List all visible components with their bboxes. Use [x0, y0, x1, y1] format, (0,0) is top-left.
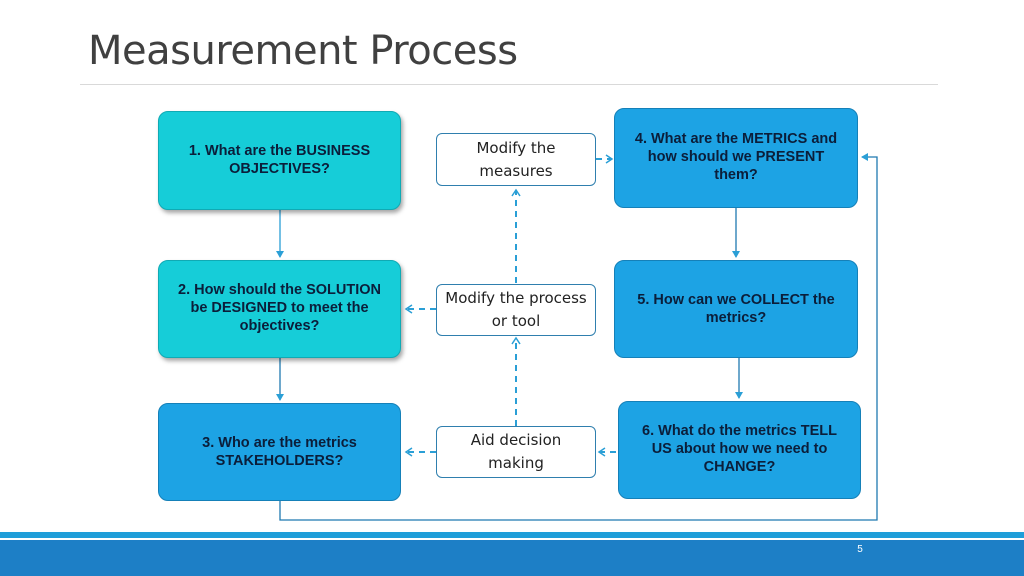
step-5-label: 5. How can we COLLECT the metrics?	[637, 292, 835, 326]
loop-3-to-4	[279, 153, 878, 521]
step-4-label: 4. What are the METRICS and how should w…	[634, 131, 838, 183]
step-3-box: 3. Who are the metrics STAKEHOLDERS?	[158, 403, 401, 501]
aid-decision-box: Aid decision making	[436, 426, 596, 478]
modify-process-label: Modify the process or tool	[445, 289, 587, 330]
footer-accent-bar	[0, 532, 1024, 538]
modify-process-box: Modify the process or tool	[436, 284, 596, 336]
step-2-label: 2. How should the SOLUTION be DESIGNED t…	[178, 282, 381, 334]
step-6-label: 6. What do the metrics TELL US about how…	[642, 423, 837, 475]
step-2-box: 2. How should the SOLUTION be DESIGNED t…	[158, 260, 401, 358]
footer-bar	[0, 540, 1024, 576]
step-6-box: 6. What do the metrics TELL US about how…	[618, 401, 861, 499]
step-1-label: 1. What are the BUSINESS OBJECTIVES?	[188, 143, 371, 177]
slide-title: Measurement Process	[88, 28, 518, 74]
title-divider	[80, 84, 938, 85]
aid-decision-label: Aid decision making	[470, 431, 562, 472]
step-1-box: 1. What are the BUSINESS OBJECTIVES?	[158, 111, 401, 210]
step-5-box: 5. How can we COLLECT the metrics?	[614, 260, 858, 358]
page-number: 5	[857, 544, 863, 555]
modify-measures-label: Modify the measures	[476, 138, 556, 180]
step-3-label: 3. Who are the metrics STAKEHOLDERS?	[202, 435, 357, 469]
step-4-box: 4. What are the METRICS and how should w…	[614, 108, 858, 208]
modify-measures-box: Modify the measures	[436, 133, 596, 186]
